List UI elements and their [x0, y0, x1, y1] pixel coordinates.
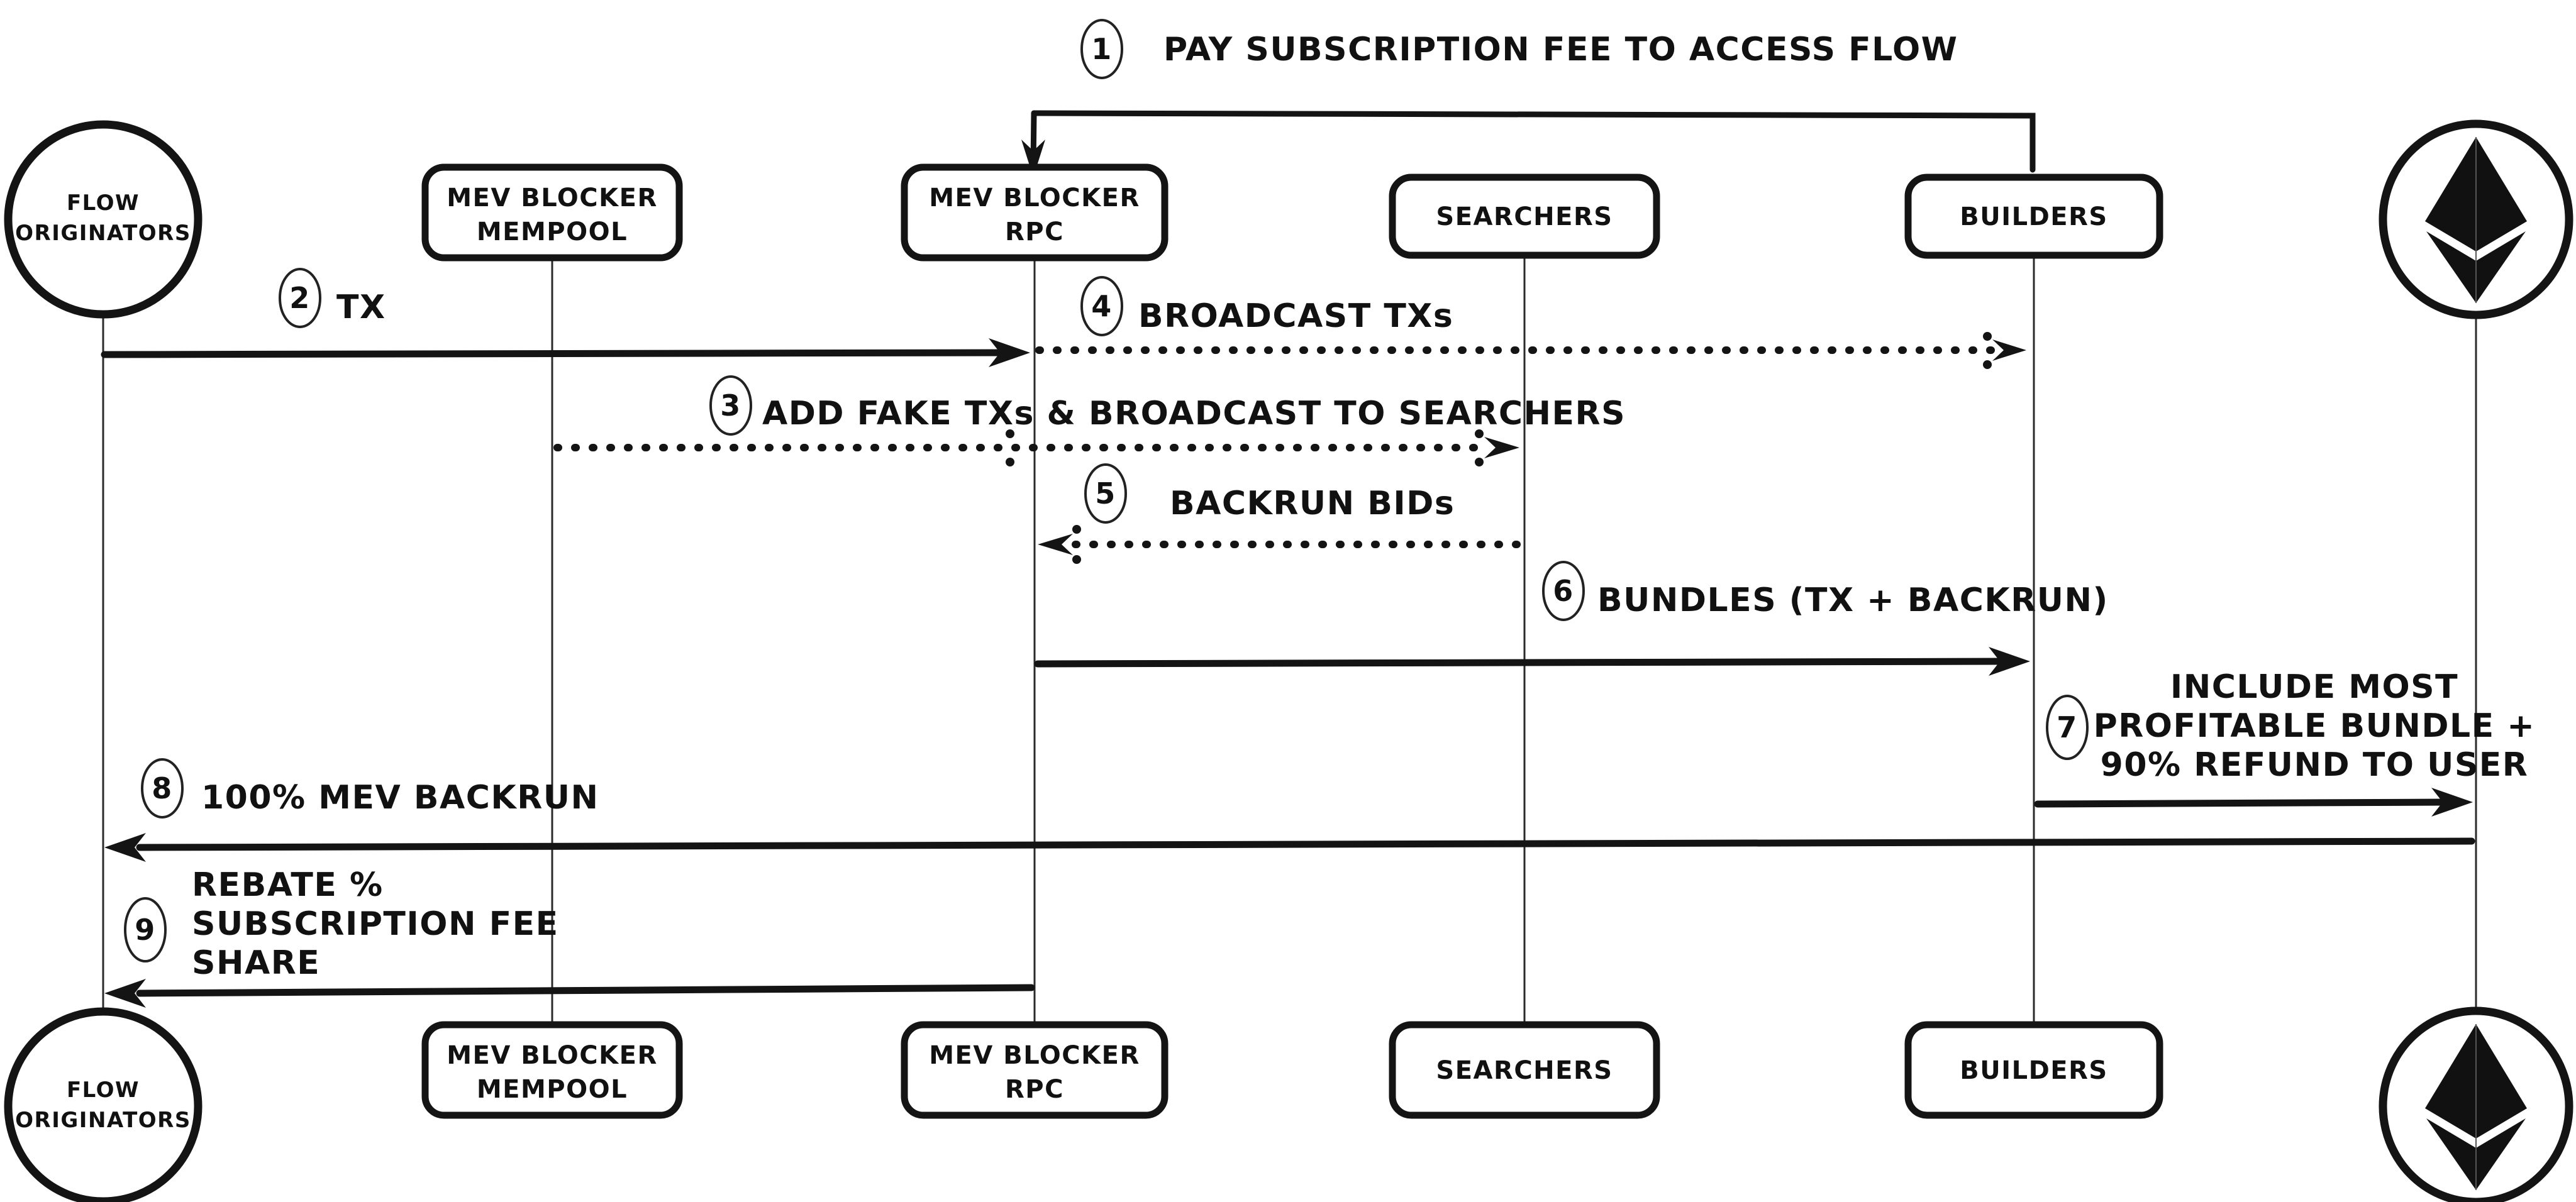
message-9-label-line2: SUBSCRIPTION FEE	[192, 905, 559, 943]
participant-mev-blocker-rpc-top[interactable]: MEV BLOCKER RPC	[901, 163, 1169, 262]
participant-ethereum-bottom[interactable]	[2379, 1006, 2573, 1202]
message-4-label: BROADCAST TXs	[1138, 297, 1453, 335]
participant-label: ORIGINATORS	[15, 221, 191, 246]
message-number: 1	[1091, 32, 1113, 66]
participant-label: ORIGINATORS	[15, 1108, 191, 1133]
participant-builders-bottom[interactable]: BUILDERS	[1904, 1021, 2163, 1119]
message-number: 6	[1553, 574, 1574, 608]
participant-searchers-bottom[interactable]: SEARCHERS	[1389, 1021, 1660, 1119]
participant-searchers-top[interactable]: SEARCHERS	[1389, 174, 1660, 259]
participant-label: MEV BLOCKER	[929, 1041, 1140, 1070]
message-7-label-line1: INCLUDE MOST	[2170, 668, 2458, 706]
message-7-arrow	[2034, 788, 2473, 817]
message-6-label: BUNDLES (TX + BACKRUN)	[1597, 582, 2109, 619]
message-1-badge: 1	[1080, 19, 1123, 79]
message-7-label-line2: PROFITABLE BUNDLE +	[2094, 707, 2536, 745]
message-7-badge: 7	[2046, 695, 2089, 760]
message-8-badge: 8	[141, 758, 184, 819]
message-9-label-line3: SHARE	[192, 944, 320, 982]
participant-label: MEMPOOL	[477, 1075, 628, 1104]
message-6-badge: 6	[1542, 561, 1585, 621]
message-8-label: 100% MEV BACKRUN	[201, 779, 599, 817]
message-2-badge: 2	[279, 268, 321, 328]
participant-label: MEMPOOL	[477, 218, 628, 246]
message-5-arrow	[1038, 525, 1521, 564]
participant-mev-blocker-mempool-top[interactable]: MEV BLOCKER MEMPOOL	[421, 163, 683, 262]
participant-label: FLOW	[67, 1078, 140, 1103]
participant-ethereum-top[interactable]	[2379, 119, 2573, 319]
message-7-label-line3: 90% REFUND TO USER	[2101, 746, 2529, 784]
participant-label: FLOW	[67, 190, 140, 216]
participant-label: MEV BLOCKER	[447, 1041, 658, 1070]
message-number: 5	[1095, 477, 1116, 510]
message-5-badge: 5	[1084, 463, 1127, 524]
participant-label: BUILDERS	[1960, 202, 2107, 231]
message-1-label: PAY SUBSCRIPTION FEE TO ACCESS FLOW	[1163, 31, 1958, 69]
message-4-badge: 4	[1080, 276, 1123, 336]
participant-label: SEARCHERS	[1436, 202, 1613, 231]
participant-mev-blocker-mempool-bottom[interactable]: MEV BLOCKER MEMPOOL	[421, 1021, 683, 1119]
participant-label: SEARCHERS	[1436, 1056, 1613, 1085]
participant-label: RPC	[1005, 218, 1064, 246]
message-6-arrow	[1034, 647, 2030, 676]
participant-mev-blocker-rpc-bottom[interactable]: MEV BLOCKER RPC	[901, 1021, 1169, 1119]
message-number: 9	[135, 913, 156, 947]
message-9-badge: 9	[124, 897, 167, 962]
message-8-arrow	[104, 833, 2475, 862]
message-3-label: ADD FAKE TXs & BROADCAST TO SEARCHERS	[762, 395, 1626, 433]
participant-label: MEV BLOCKER	[447, 184, 658, 212]
message-3-arrow	[553, 429, 1519, 466]
participant-label: MEV BLOCKER	[929, 184, 1140, 212]
participant-flow-originators-top[interactable]: FLOW ORIGINATORS	[4, 120, 203, 319]
message-number: 8	[152, 771, 173, 805]
message-1-arrow	[1021, 110, 2036, 177]
message-9-arrow	[104, 979, 1035, 1008]
message-5-label: BACKRUN BIDs	[1170, 485, 1455, 522]
message-2-arrow	[101, 338, 1030, 367]
participant-label: BUILDERS	[1960, 1056, 2107, 1085]
message-number: 3	[720, 389, 741, 422]
message-9-label-line1: REBATE %	[192, 866, 384, 904]
participant-label: RPC	[1005, 1075, 1064, 1104]
ethereum-logo-icon	[2425, 1024, 2527, 1190]
message-3-badge: 3	[709, 375, 752, 436]
participant-builders-top[interactable]: BUILDERS	[1904, 174, 2163, 259]
message-number: 2	[289, 281, 311, 315]
message-number: 7	[2057, 710, 2078, 744]
ethereum-logo-icon	[2425, 137, 2527, 303]
participant-flow-originators-bottom[interactable]: FLOW ORIGINATORS	[4, 1007, 203, 1202]
message-2-label: TX	[336, 289, 386, 326]
message-number: 4	[1091, 289, 1113, 323]
message-4-arrow	[1035, 332, 2026, 369]
